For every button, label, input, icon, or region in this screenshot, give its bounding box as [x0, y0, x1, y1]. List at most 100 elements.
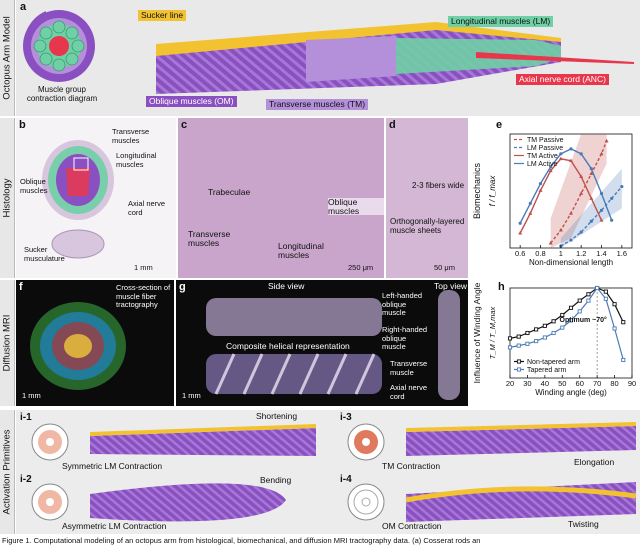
i4-id: i-4 [340, 474, 352, 485]
e-data-point [538, 188, 543, 192]
panel-letter-a: a [20, 1, 27, 13]
d-label-fibers: 2-3 fibers wide [412, 181, 465, 190]
e-xtick-label: 1.4 [596, 249, 606, 258]
h-data-point [551, 330, 556, 336]
g-label-left-oblique: Left-handed oblique muscle [382, 291, 423, 317]
h-ylabel: Influence of Winding Angle [472, 282, 482, 383]
i1-caption: Symmetric LM Contraction [62, 461, 163, 471]
h-data-point [507, 345, 513, 350]
h-data-point [525, 330, 530, 336]
figure-caption: Figure 1. Computational modeling of an o… [2, 536, 481, 545]
h-data-point [577, 309, 582, 314]
e-data-point [518, 221, 522, 225]
i1-id: i-1 [20, 412, 32, 423]
h-xtick-label: 80 [610, 379, 618, 388]
f-label: Cross-section of muscle fiber tractograp… [116, 283, 171, 309]
e-xlabel: Non-dimensional length [529, 258, 613, 267]
e-data-point [528, 201, 532, 205]
histology-cross-section [42, 140, 114, 259]
e-data-point [548, 168, 553, 173]
h-xtick-label: 90 [628, 379, 636, 388]
h-data-point [603, 296, 608, 301]
e-data-point [589, 219, 593, 223]
h-data-point [621, 320, 626, 325]
panel-c: c Trabeculae Oblique muscles Transverse … [178, 118, 384, 278]
label-transverse: Transverse muscles (TM) [266, 99, 369, 110]
b-label-sucker: Sucker musculature [24, 245, 65, 263]
panel-letter-h: h [498, 281, 505, 293]
h-data-point [542, 335, 547, 340]
g-side-view: Side view [268, 281, 305, 291]
e-data-point [610, 196, 614, 201]
panel-a: a Muscle group contraction diagram [16, 0, 640, 116]
e-data-point [589, 167, 593, 171]
h-data-point [595, 285, 600, 291]
d-scalebar: 50 μm [434, 263, 455, 272]
i3-id: i-3 [340, 412, 352, 423]
panel-letter-d: d [389, 119, 396, 131]
i1-effect: Shortening [256, 411, 298, 421]
h-data-point [603, 289, 608, 294]
h-data-point [586, 298, 591, 303]
h-legend-marker [516, 359, 522, 364]
e-series-line [519, 148, 613, 224]
e-data-point [604, 138, 609, 143]
e-tm-band [550, 134, 607, 248]
i3-diagram [347, 423, 385, 461]
e-data-point [599, 151, 604, 156]
c-label-transverse: Transverse muscles [188, 229, 231, 248]
e-data-point [569, 211, 573, 215]
f-scalebar: 1 mm [22, 391, 41, 400]
h-data-point [621, 357, 626, 363]
h-data-point [516, 334, 521, 339]
e-xtick-label: 1.6 [617, 249, 627, 258]
e-data-point [589, 196, 594, 200]
h-data-point [534, 327, 539, 332]
b-label-longitudinal: Longitudinal muscles [116, 151, 157, 169]
e-xtick-label: 1.2 [576, 249, 586, 258]
h-data-point [612, 326, 617, 331]
h-data-point [560, 312, 565, 318]
h-xtick-label: 60 [576, 379, 584, 388]
g-label-nerve: Axial nerve cord [390, 383, 428, 401]
e-xtick-label: 0.8 [535, 249, 545, 258]
i2-diagram [31, 483, 69, 521]
e-legend-label: TM Active [527, 153, 558, 160]
g-label-right-oblique: Right-handed oblique muscle [382, 325, 428, 351]
h-data-point [516, 343, 521, 348]
row-label-mri: Diffusion MRI [0, 280, 15, 406]
activation-renders [31, 422, 637, 522]
h-data-point [525, 341, 530, 346]
e-data-point [548, 240, 553, 245]
h-xtick-label: 40 [541, 379, 549, 388]
e-data-point [610, 218, 614, 222]
g-top-view: Top view [434, 281, 468, 291]
h-legend-label: Non-tapered arm [527, 359, 580, 366]
c-label-oblique: Oblique muscles [328, 198, 384, 215]
e-ylabel2: f / f_max [488, 175, 497, 207]
muscle-group-diagram [23, 10, 95, 82]
e-data-point [528, 211, 533, 215]
i2-effect: Bending [260, 475, 292, 485]
g-composite: Composite helical representation [226, 341, 350, 351]
panel-d: d 2-3 fibers wide Orthogonally-layered m… [386, 118, 468, 278]
h-data-point [551, 319, 556, 324]
h-data-point [560, 325, 565, 330]
h-data-point [568, 318, 574, 323]
i4-effect: Twisting [568, 519, 599, 529]
h-data-point [507, 336, 513, 341]
b-label-transverse: Transverse muscles [112, 127, 150, 145]
h-xtick-label: 70 [593, 379, 601, 388]
e-xtick-label: 1 [559, 249, 563, 258]
h-data-point [612, 302, 617, 307]
e-data-point [599, 191, 604, 196]
d-label-sheets: Orthogonally-layered muscle sheets [390, 217, 465, 235]
b-label-oblique: Oblique muscles [20, 177, 48, 195]
row-label-model: Octopus Arm Model [0, 0, 15, 116]
e-data-point [579, 191, 584, 195]
h-plot-frame [509, 287, 633, 379]
label-oblique: Oblique muscles (OM) [146, 96, 237, 107]
tractography-image [30, 302, 126, 390]
h-data-point [568, 305, 574, 310]
